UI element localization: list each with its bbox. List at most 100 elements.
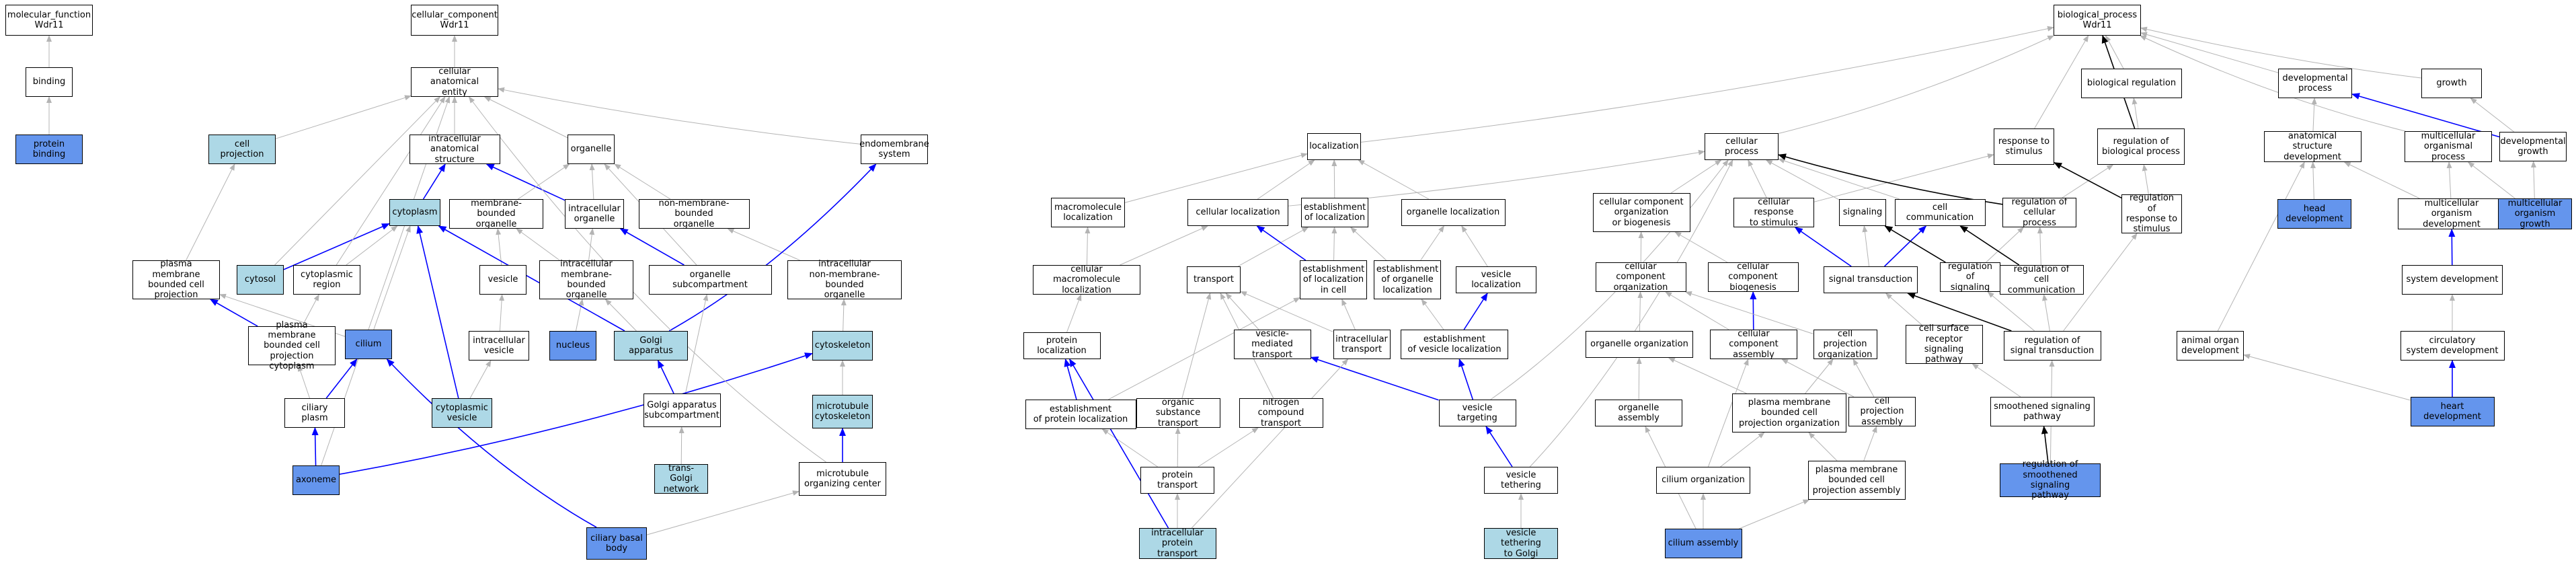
node-cilium[interactable]: cilium: [345, 330, 392, 359]
node-cell-loc[interactable]: cellular localization: [1187, 199, 1288, 226]
node-cyto-region[interactable]: cytoplasmic region: [293, 265, 360, 295]
node-bio-reg[interactable]: biological regulation: [2081, 69, 2182, 98]
node-protein-binding[interactable]: protein binding: [15, 135, 83, 164]
node-tgn[interactable]: trans-Golgi network: [654, 463, 708, 494]
node-vesicle[interactable]: vesicle: [479, 265, 526, 295]
node-organelle[interactable]: organelle: [568, 135, 615, 164]
node-cae[interactable]: cellular anatomical entity: [411, 67, 498, 98]
node-reg-bio[interactable]: regulation of biological process: [2097, 128, 2185, 165]
node-reg-resp[interactable]: regulation of response to stimulus: [2121, 193, 2182, 234]
node-dev-growth[interactable]: developmental growth: [2499, 132, 2567, 161]
node-org-loc[interactable]: organelle localization: [1401, 199, 1506, 226]
node-cilium-org[interactable]: cilium organization: [1656, 467, 1750, 494]
node-resp-stim[interactable]: response to stimulus: [1994, 128, 2054, 165]
node-imbo[interactable]: intracellular membrane-bounded organelle: [539, 259, 633, 300]
node-nct[interactable]: nitrogen compound transport: [1239, 398, 1323, 428]
node-reg-cp[interactable]: regulation of cellular process: [2002, 197, 2076, 228]
node-growth[interactable]: growth: [2421, 69, 2482, 98]
node-vmt[interactable]: vesicle-mediated transport: [1233, 329, 1311, 360]
node-cml[interactable]: cellular macromolecule localization: [1033, 264, 1140, 295]
node-cyto-vesicle[interactable]: cytoplasmic vesicle: [432, 398, 492, 428]
node-sys-dev[interactable]: system development: [2402, 265, 2503, 295]
node-prot-transport[interactable]: protein transport: [1140, 467, 1214, 494]
node-cell-comm[interactable]: cell communication: [1894, 199, 1986, 226]
node-cca[interactable]: cellular component assembly: [1710, 329, 1797, 360]
node-reg-sig[interactable]: regulation of signaling: [1940, 262, 2000, 293]
node-mbo[interactable]: membrane-bounded organelle: [449, 198, 543, 229]
node-pmbcpa[interactable]: plasma membrane bounded cell projection …: [1807, 461, 1906, 500]
node-macro-loc[interactable]: macromolecule localization: [1051, 198, 1125, 227]
node-ivesicle[interactable]: intracellular vesicle: [469, 331, 529, 361]
node-vtg[interactable]: vesicle tethering to Golgi: [1484, 528, 1558, 559]
node-dev-process[interactable]: developmental process: [2278, 69, 2352, 98]
edge-regulates-reg-sig-to-signaling: [1884, 225, 1946, 263]
node-ciliary-plasm[interactable]: ciliary plasm: [284, 398, 345, 428]
node-ves-loc[interactable]: vesicle localization: [1456, 266, 1536, 293]
node-endomembrane[interactable]: endomembrane system: [859, 135, 929, 164]
node-cell-projection[interactable]: cell projection: [208, 135, 276, 164]
node-heart-dev[interactable]: heart development: [2410, 397, 2495, 426]
node-nmbo[interactable]: non-membrane-bounded organelle: [638, 198, 750, 229]
node-cytosol[interactable]: cytosol: [237, 265, 284, 295]
node-mt-cytoskeleton[interactable]: microtubule cytoskeleton: [812, 395, 873, 428]
node-cytoskeleton[interactable]: cytoskeleton: [812, 331, 873, 361]
node-mtoc[interactable]: microtubule organizing center: [799, 462, 886, 496]
node-ssp[interactable]: smoothened signaling pathway: [1990, 397, 2095, 426]
node-cco[interactable]: cellular component organization: [1595, 262, 1686, 293]
node-org-subcomp[interactable]: organelle subcompartment: [648, 265, 772, 295]
node-cell-resp[interactable]: cellular response to stimulus: [1733, 197, 1814, 228]
node-eol[interactable]: establishment of organelle localization: [1374, 260, 1441, 299]
node-golgi-sub[interactable]: Golgi apparatus subcompartment: [643, 393, 721, 427]
node-ict[interactable]: intracellular transport: [1333, 330, 1391, 359]
node-mop[interactable]: multicellular organismal process: [2405, 131, 2492, 162]
node-sig-trans[interactable]: signal transduction: [1824, 266, 1918, 293]
node-cilium-assembly[interactable]: cilium assembly: [1664, 529, 1742, 558]
node-axoneme[interactable]: axoneme: [292, 465, 340, 495]
node-head-dev[interactable]: head development: [2277, 199, 2351, 229]
node-localization[interactable]: localization: [1307, 133, 1361, 160]
node-golgi[interactable]: Golgi apparatus: [614, 331, 688, 361]
node-evl[interactable]: establishment of vesicle localization: [1401, 330, 1508, 359]
node-elic[interactable]: establishment of localization in cell: [1300, 260, 1367, 299]
node-io[interactable]: intracellular organelle: [565, 199, 624, 229]
node-nucleus[interactable]: nucleus: [549, 331, 596, 361]
node-reg-cc[interactable]: regulation of cell communication: [1999, 264, 2084, 295]
node-mod[interactable]: multicellular organism development: [2398, 198, 2505, 229]
node-mc-growth[interactable]: multicellular organism growth: [2498, 198, 2572, 229]
node-bp-root[interactable]: biological_process Wdr11: [2054, 5, 2141, 36]
node-cpa[interactable]: cell projection assembly: [1848, 396, 1916, 427]
edge-is-a-cell-resp-to-cell-process: [1748, 159, 1767, 198]
node-est-loc[interactable]: establishment of localization: [1301, 198, 1368, 227]
node-binding[interactable]: binding: [26, 67, 73, 97]
node-ased[interactable]: anatomical structure development: [2263, 131, 2362, 162]
node-prot-loc[interactable]: protein localization: [1023, 332, 1101, 359]
node-cytoplasm[interactable]: cytoplasm: [389, 199, 440, 226]
node-org-assembly[interactable]: organelle assembly: [1595, 400, 1682, 426]
node-inmbo[interactable]: intracellular non-membrane-bounded organ…: [787, 259, 902, 300]
node-org-org[interactable]: organelle organization: [1586, 331, 1693, 358]
node-reg-st[interactable]: regulation of signal transduction: [2003, 331, 2101, 361]
node-cell-process[interactable]: cellular process: [1705, 133, 1779, 160]
node-cpo[interactable]: cell projection organization: [1813, 329, 1877, 360]
node-mf-root[interactable]: molecular_function Wdr11: [5, 5, 93, 36]
node-transport[interactable]: transport: [1187, 266, 1241, 293]
node-ccb[interactable]: cellular component biogenesis: [1707, 262, 1799, 293]
node-cc-root[interactable]: cellular_component Wdr11: [411, 5, 498, 36]
edge-is-a-dev-process-to-bp-root: [2140, 32, 2279, 73]
node-epl[interactable]: establishment of protein localization: [1025, 400, 1136, 429]
node-ipt[interactable]: intracellular protein transport: [1138, 528, 1216, 559]
node-aod[interactable]: animal organ development: [2177, 331, 2244, 361]
node-reg-ssp[interactable]: regulation of smoothened signaling pathw…: [2000, 459, 2101, 500]
node-ves-tether[interactable]: vesicle tethering: [1484, 467, 1558, 494]
node-pmbcp[interactable]: plasma membrane bounded cell projection: [132, 259, 220, 300]
node-pmbcpo[interactable]: plasma membrane bounded cell projection …: [1732, 393, 1846, 432]
node-ias[interactable]: intracellular anatomical structure: [409, 134, 500, 165]
node-csrsp[interactable]: cell surface receptor signaling pathway: [1905, 324, 1983, 365]
node-ves-target[interactable]: vesicle targeting: [1438, 400, 1516, 426]
node-pmbcpc[interactable]: plasma membrane bounded cell projection …: [248, 320, 336, 371]
node-basal-body[interactable]: ciliary basal body: [586, 527, 647, 560]
node-signaling[interactable]: signaling: [1839, 199, 1886, 226]
node-csd[interactable]: circulatory system development: [2400, 331, 2505, 361]
node-ost[interactable]: organic substance transport: [1136, 398, 1220, 428]
node-ccob[interactable]: cellular component organization or bioge…: [1592, 193, 1690, 232]
